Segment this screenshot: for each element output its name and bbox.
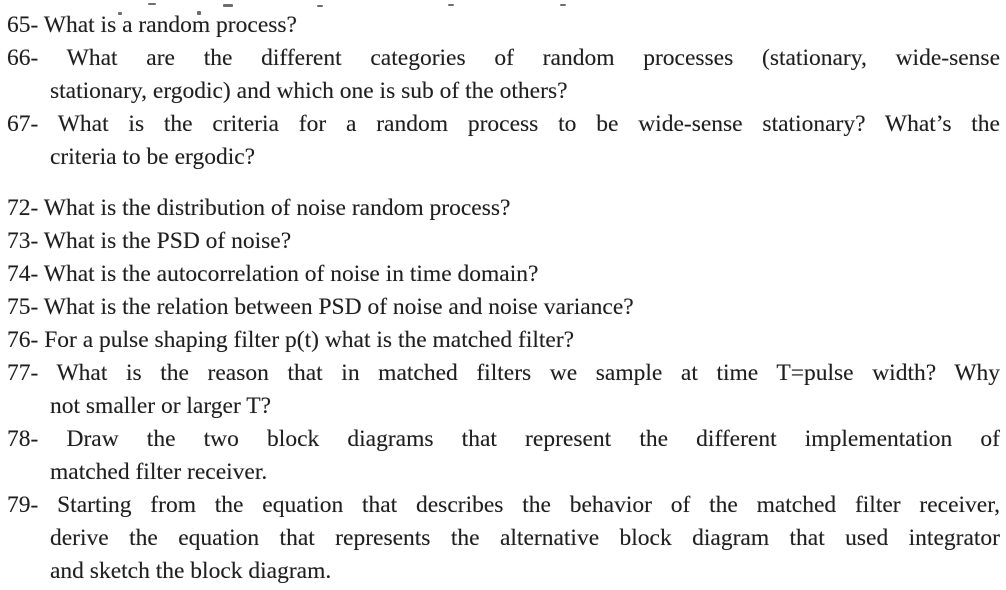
question-item: 73- What is the PSD of noise? (0, 225, 1000, 258)
question-line: 74- What is the autocorrelation of noise… (7, 261, 539, 287)
question-line: 73- What is the PSD of noise? (7, 228, 292, 254)
question-number: 72- (7, 195, 39, 221)
question-item: 78- Draw the two block diagrams that rep… (0, 423, 1000, 489)
question-number: 67- (7, 111, 39, 137)
question-number: 65- (7, 12, 39, 38)
question-line: derive the equation that represents the … (50, 525, 1000, 551)
question-line: 78- Draw the two block diagrams that rep… (7, 426, 1000, 452)
question-group-1: 65- What is a random process? 66- What ar… (0, 9, 1000, 174)
question-group-2: 72- What is the distribution of noise ra… (0, 192, 1000, 588)
scan-artifact-mark (317, 5, 323, 7)
question-line: 77- What is the reason that in matched f… (7, 360, 1000, 386)
question-number: 77- (7, 360, 39, 386)
question-item: 67- What is the criteria for a random pr… (0, 108, 1000, 174)
question-item: 75- What is the relation between PSD of … (0, 291, 1000, 324)
question-line: 72- What is the distribution of noise ra… (7, 195, 511, 221)
question-item: 65- What is a random process? (0, 9, 1000, 42)
question-line: 75- What is the relation between PSD of … (7, 294, 634, 320)
question-line: 79- Starting from the equation that desc… (7, 492, 1000, 518)
scan-artifact-mark (448, 4, 454, 6)
question-item: 66- What are the different categories of… (0, 42, 1000, 108)
scan-artifact-mark (197, 11, 201, 15)
question-line: 67- What is the criteria for a random pr… (7, 111, 1000, 137)
scan-artifact-mark (223, 4, 233, 7)
question-number: 66- (7, 45, 39, 71)
question-item: 76- For a pulse shaping filter p(t) what… (0, 324, 1000, 357)
question-line: not smaller or larger T? (50, 393, 272, 419)
question-item: 79- Starting from the equation that desc… (0, 489, 1000, 588)
question-number: 74- (7, 261, 39, 287)
scan-artifact-mark (148, 3, 156, 5)
question-number: 76- (7, 327, 39, 353)
question-number: 78- (7, 426, 39, 452)
question-line: 66- What are the different categories of… (7, 45, 1000, 71)
question-line: criteria to be ergodic? (50, 144, 256, 170)
question-item: 74- What is the autocorrelation of noise… (0, 258, 1000, 291)
scan-artifact-mark (560, 4, 566, 6)
scan-artifact-mark (118, 12, 122, 15)
question-number: 75- (7, 294, 39, 320)
question-number: 79- (7, 492, 39, 518)
question-item: 72- What is the distribution of noise ra… (0, 192, 1000, 225)
question-line: and sketch the block diagram. (50, 558, 332, 584)
question-line: 76- For a pulse shaping filter p(t) what… (7, 327, 575, 353)
question-line: 65- What is a random process? (7, 12, 297, 38)
question-number: 73- (7, 228, 39, 254)
question-line: matched filter receiver. (50, 459, 268, 485)
question-item: 77- What is the reason that in matched f… (0, 357, 1000, 423)
question-line: stationary, ergodic) and which one is su… (50, 78, 568, 104)
